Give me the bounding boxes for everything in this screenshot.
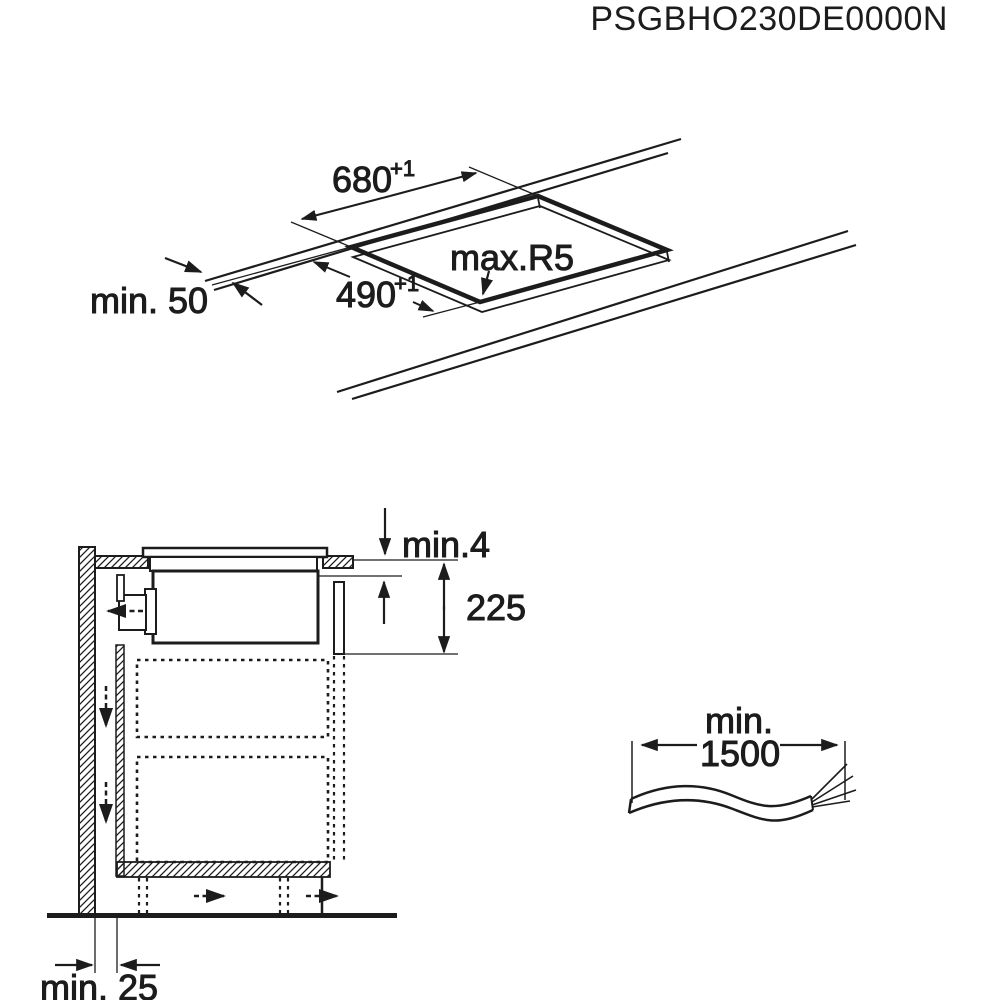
corner-radius-arrow xyxy=(481,270,493,296)
edge-distance-arrows xyxy=(164,256,263,306)
build-in-depth-label: 225 xyxy=(466,587,526,628)
dim-depth-tolerance: +1 xyxy=(394,271,419,296)
edge-distance-label: min. 50 xyxy=(90,280,208,321)
dim-min25 xyxy=(55,917,160,973)
dim-225 xyxy=(342,562,458,655)
dim-min4 xyxy=(318,508,458,624)
dim-width-label: 680 xyxy=(332,159,392,200)
cable-wires xyxy=(811,763,857,808)
dim-680 xyxy=(300,171,478,221)
cutout xyxy=(344,193,674,313)
dim-depth-label: 490 xyxy=(336,274,396,315)
cabinet-side-panel xyxy=(332,656,346,862)
side-view: min.4 225 min. 25 xyxy=(40,508,527,1000)
drawer-outline-top xyxy=(135,658,330,739)
cable-min-label: min. xyxy=(705,700,773,741)
top-view: 680 +1 490 +1 max.R5 min. 50 xyxy=(90,137,857,401)
hob-unit xyxy=(118,546,329,645)
dim-1500 xyxy=(631,738,846,803)
cable-view: min. 1500 xyxy=(627,700,857,822)
mains-cable xyxy=(627,784,814,822)
bottom-shelf xyxy=(116,861,331,878)
model-code: PSGBHO230DE0000N xyxy=(590,0,948,38)
wall-section xyxy=(78,546,96,916)
corner-radius-label: max.R5 xyxy=(450,237,574,278)
wall-gap-label: min. 25 xyxy=(40,967,158,1000)
dim-490 xyxy=(312,261,435,312)
extension-lines xyxy=(211,166,539,318)
dim-width-tolerance: +1 xyxy=(390,156,415,181)
hob-body xyxy=(151,569,320,645)
cable-length-label: 1500 xyxy=(700,733,780,774)
cabinet-drawers xyxy=(135,658,330,864)
hob-glass xyxy=(141,546,329,559)
cabinet-back-panel xyxy=(115,644,125,877)
top-clearance-label: min.4 xyxy=(402,524,490,565)
cabinet-side-top-bar xyxy=(333,581,345,655)
rear-trim-bar xyxy=(116,574,125,602)
worktop-front-edge xyxy=(336,229,857,401)
worktop-section xyxy=(94,555,354,569)
plinth xyxy=(137,877,340,914)
hob-frame xyxy=(149,556,318,572)
drawer-outline-bottom xyxy=(135,755,330,864)
